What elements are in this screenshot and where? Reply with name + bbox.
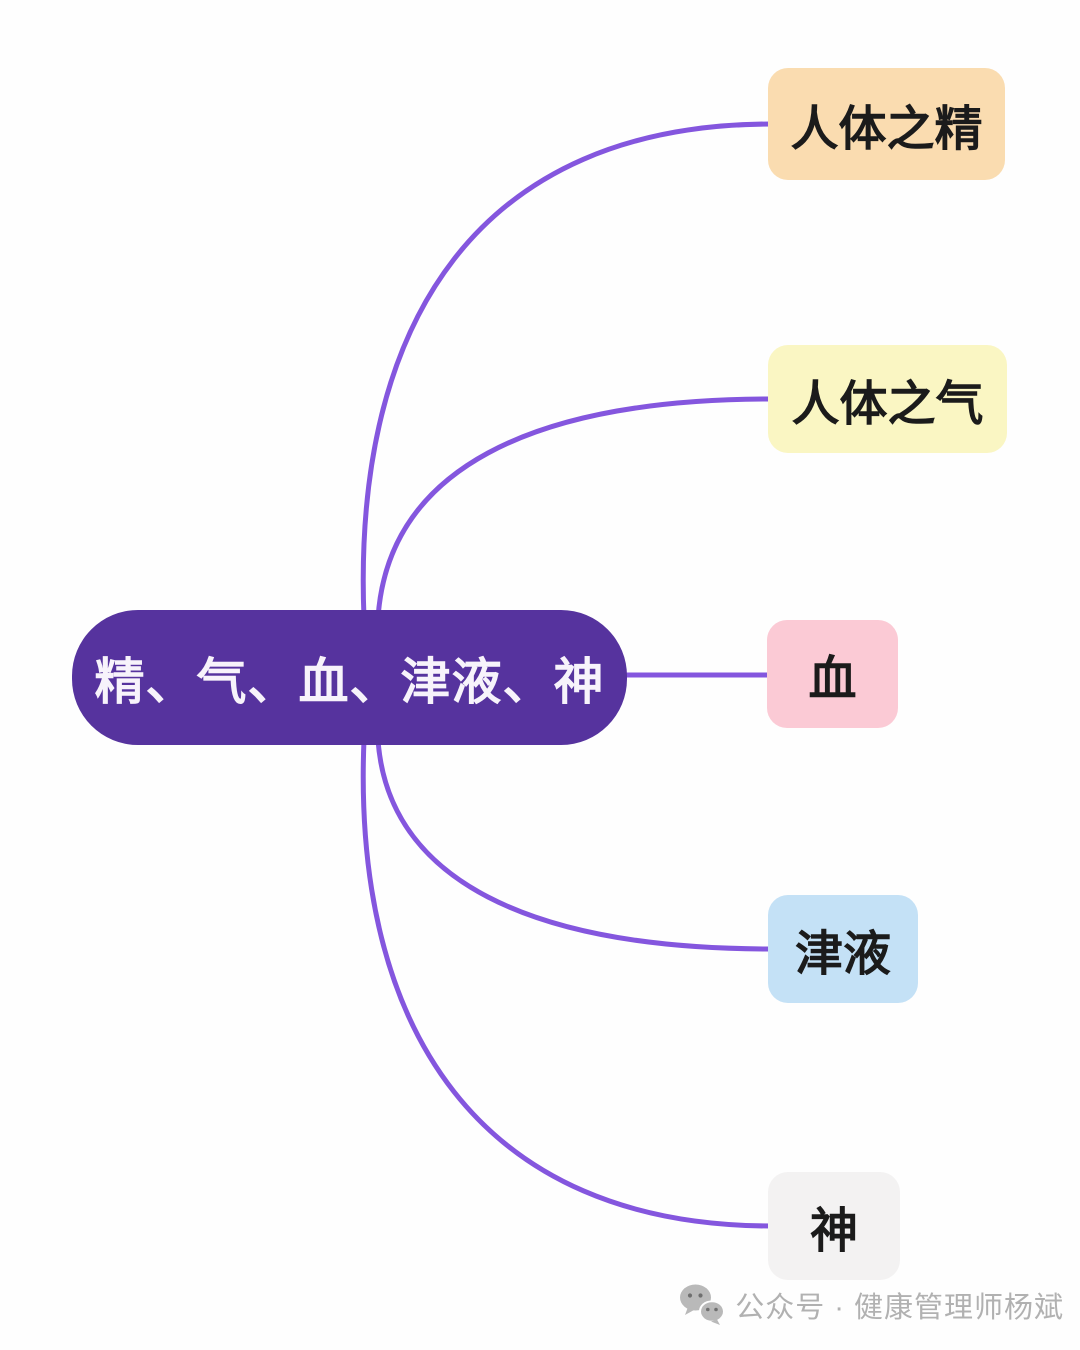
- wechat-icon: [680, 1284, 725, 1325]
- connector-shen: [360, 737, 775, 1229]
- watermark: 公众号 · 健康管理师杨斌: [679, 1284, 1064, 1326]
- root-node-jing-qi-xue-jinye-shen: 精、气、血、津液、神: [72, 610, 627, 745]
- node-shen: 神: [768, 1172, 900, 1280]
- node-jinye: 津液: [768, 895, 918, 1003]
- node-renti-zhi-jing: 人体之精: [768, 68, 1005, 180]
- watermark-text: 公众号 · 健康管理师杨斌: [735, 1292, 1064, 1324]
- node-renti-zhi-qi: 人体之气: [768, 345, 1007, 453]
- connector-renti-zhi-jing: [360, 121, 775, 621]
- connector-renti-zhi-qi: [375, 396, 775, 621]
- node-xue: 血: [767, 620, 898, 728]
- connector-jinye: [375, 737, 775, 952]
